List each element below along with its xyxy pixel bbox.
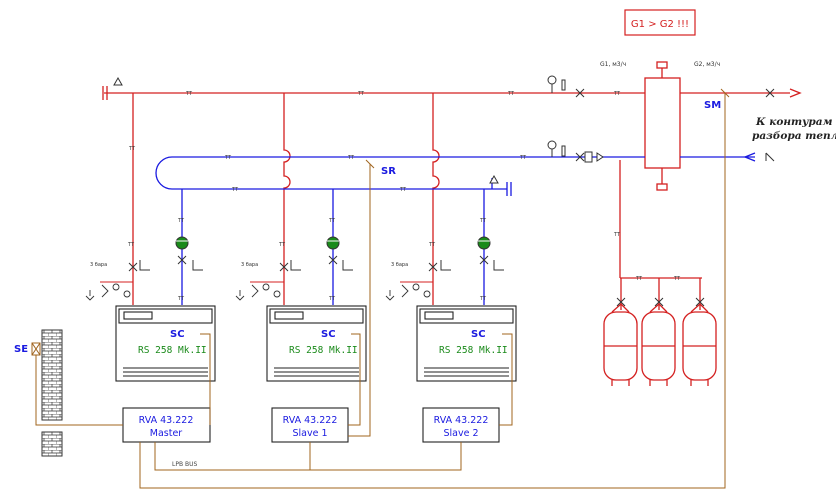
svg-text:TT: TT (428, 242, 436, 248)
boiler-1 (115, 305, 216, 382)
pipe-marks: TT TT TT TT TT TT TT TT TT TT TT TT TT TT TT TT TT T… (127, 91, 681, 302)
warning-box (624, 9, 696, 36)
sm-label: SM (704, 100, 721, 111)
gauge-icons (113, 75, 566, 271)
controller-2-model: RVA 43.222 (283, 415, 338, 426)
return-piping (155, 152, 756, 305)
boiler-2-model: RS 258 Mk.II (289, 345, 358, 356)
svg-text:TT: TT (399, 187, 407, 193)
svg-text:TT: TT (328, 296, 336, 302)
sc-label-3: SC (471, 329, 486, 340)
svg-text:TT: TT (673, 276, 681, 282)
bus-label: LPB BUS (172, 461, 197, 468)
controller-1-model: RVA 43.222 (139, 415, 194, 426)
pump-icons (175, 236, 491, 250)
svg-text:TT: TT (185, 91, 193, 97)
svg-text:TT: TT (128, 146, 136, 152)
sc-label-1: SC (170, 329, 185, 340)
valves (128, 88, 775, 307)
svg-text:TT: TT (278, 242, 286, 248)
svg-text:TT: TT (328, 218, 336, 224)
pressure-label-1: 3 бара (90, 262, 107, 268)
consumers-line-2: разбора тепла (752, 130, 836, 142)
svg-text:TT: TT (635, 276, 643, 282)
svg-text:TT: TT (231, 187, 239, 193)
signal-wiring (35, 88, 730, 489)
svg-text:TT: TT (177, 218, 185, 224)
controller-3-model: RVA 43.222 (434, 415, 489, 426)
sr-label: SR (381, 166, 396, 177)
expansion-vessels (603, 303, 717, 386)
controller-2-role: Slave 1 (292, 428, 327, 439)
svg-text:TT: TT (507, 91, 515, 97)
svg-text:TT: TT (613, 232, 621, 238)
svg-text:TT: TT (177, 296, 185, 302)
svg-text:TT: TT (519, 155, 527, 161)
svg-text:TT: TT (347, 155, 355, 161)
svg-text:TT: TT (357, 91, 365, 97)
g1-label: G1, м3/ч (600, 61, 626, 68)
sc-label-2: SC (321, 329, 336, 340)
warning-text: G1 > G2 !!! (631, 19, 689, 30)
controller-1-role: Master (150, 428, 183, 439)
consumers-line-1: К контурам (755, 116, 833, 128)
svg-text:TT: TT (224, 155, 232, 161)
g2-label: G2, м3/ч (694, 61, 720, 68)
svg-text:TT: TT (127, 242, 135, 248)
hydraulic-separator (644, 61, 681, 191)
svg-text:TT: TT (479, 218, 487, 224)
svg-text:TT: TT (613, 91, 621, 97)
pressure-label-3: 3 бара (391, 262, 408, 268)
safety-groups (85, 281, 433, 301)
svg-text:TT: TT (479, 296, 487, 302)
safety-labels: 3 бара 3 бара 3 бара (90, 262, 408, 268)
boiler-3-model: RS 258 Mk.II (439, 345, 508, 356)
bus-wiring (154, 442, 462, 471)
boiler-3 (416, 305, 517, 382)
outdoor-wall (31, 329, 63, 457)
supply-piping (102, 86, 802, 310)
controller-3-role: Slave 2 (443, 428, 478, 439)
se-label: SE (14, 344, 28, 355)
boiler-1-model: RS 258 Mk.II (138, 345, 207, 356)
boiler-2 (266, 305, 367, 382)
pressure-label-2: 3 бара (241, 262, 258, 268)
